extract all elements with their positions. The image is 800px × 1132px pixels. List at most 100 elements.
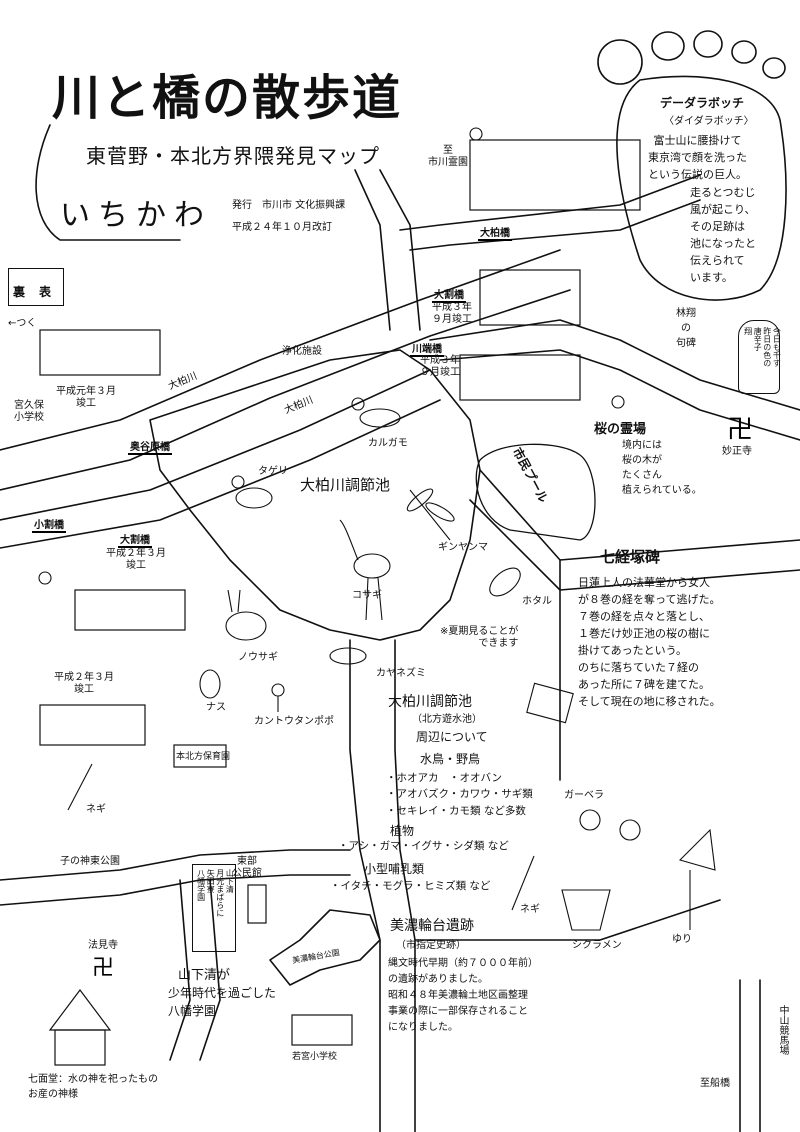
daidara-line: います。	[690, 271, 733, 285]
shichikyo-line: 日蓮上人の法華堂から女人	[578, 576, 710, 589]
minowa-lines: 縄文時代早期（約７０００年前） の遺跡がありました。 昭和４８年美濃輪土地区画整…	[388, 956, 538, 1036]
cyclamen-icon	[561, 889, 611, 931]
daidara-lines-2: 走るとつむじ 風が起こり、 その足跡は 池になったと 伝えられて います。	[690, 184, 756, 286]
plant-kantou-tanpopo: カントウタンポポ	[254, 716, 334, 727]
tageri-icon	[235, 487, 273, 509]
karugamo-icon	[359, 408, 401, 428]
animal-hotaru-note: ※夏期見ることが できます	[440, 626, 519, 649]
signpost: 山下清 月光まばらに 矢田寮 八幡学園	[192, 864, 236, 952]
yamashita-line2: 少年時代を過ごした	[168, 986, 277, 1000]
legend-box: 裏 表	[8, 268, 64, 306]
bridge-label-owari: 大割橋	[118, 531, 152, 548]
place-miyakubo-school: 宮久保 小学校	[14, 400, 44, 423]
minowa-line: 昭和４８年美濃輪土地区画整理	[388, 990, 528, 1001]
place-jouka: 浄化施設	[282, 346, 322, 357]
rabbit-icon	[225, 611, 267, 641]
sakura-line: 境内には	[622, 440, 662, 451]
road-nakayama-keiba: 中山競馬場	[777, 1005, 788, 1055]
bridge-label-okudani: 奥谷原橋	[128, 438, 172, 455]
daidara-line: 走るとつむじ	[690, 186, 756, 199]
legend-arrow: ←つく	[8, 318, 37, 329]
eggplant-icon	[199, 669, 221, 699]
signpost-text: 山下清 月光まばらに 矢田寮 八幡学園	[196, 869, 235, 917]
animal-nousagi: ノウサギ	[238, 652, 278, 663]
daidara-lines-1: 富士山に腰掛けて 東京湾で顔を洗った という伝説の巨人。	[648, 132, 747, 183]
svg-text:卍: 卍	[727, 415, 753, 445]
place-nenokami: 子の神東公園	[60, 856, 120, 867]
bridge-label-ohwari: 大割橋	[432, 286, 466, 303]
shichikyo-title: 七経塚碑	[600, 548, 661, 566]
minowa-title: 美濃輪台遺跡	[390, 918, 474, 934]
bridge-label-ohashi: 大柏橋	[478, 224, 512, 241]
place-hokkeji: 法見寺	[88, 940, 118, 951]
pond-birds: ・ホオアカ ・オオバン ・アオバズク・カワウ・サギ類 ・セキレイ・カモ類 など多…	[386, 770, 533, 819]
pond-bird-line: ・セキレイ・カモ類 など多数	[386, 804, 526, 817]
bridge-date-heisei-gan: 平成元年３月 竣工	[56, 386, 116, 409]
shichikyo-line: そして現在の地に移された。	[578, 695, 721, 709]
mouse-icon	[329, 647, 367, 665]
scroll-icon	[526, 682, 574, 724]
plant-nasu: ナス	[206, 702, 226, 713]
shichikyo-line: あった所に７碑を建てた。	[578, 678, 710, 692]
place-kitakata-hoiku: 本北方保育園	[176, 752, 231, 762]
plant-negi-2: ネギ	[520, 904, 540, 915]
pond-info-title: 大柏川調節池	[388, 694, 472, 710]
firefly-icon	[489, 567, 521, 597]
pond-info-sub2: 周辺について	[416, 730, 488, 744]
place-wakamiya-school: 若宮小学校	[292, 1052, 338, 1062]
pond-bird-line: ・ホオアカ ・オオバン	[386, 772, 503, 784]
animal-hotaru: ホタル	[522, 596, 552, 607]
place-myoushouji: 妙正寺	[722, 446, 752, 457]
haiku-text: 今日も千す 昨日の色の 唐辛子 翔	[743, 327, 782, 367]
publisher: 発行 市川市 文化振興課	[232, 200, 346, 211]
page-subtitle: 東菅野・本北方界隈発見マップ	[86, 144, 380, 168]
sakura-title: 桜の霊場	[594, 422, 647, 437]
daidara-line: 風が起こり、	[690, 203, 756, 217]
minowa-line: になりました。	[388, 1022, 458, 1033]
place-hayashi-kuhi: 林翔 の 句碑	[676, 308, 696, 349]
negi-icon-2	[511, 855, 535, 911]
dragonfly-icon	[409, 489, 451, 541]
bridge-date-heisei2: 平成２年３月 竣工	[54, 672, 114, 695]
minowa-line: 縄文時代早期（約７０００年前）	[388, 958, 538, 969]
animal-tageri: タゲリ	[258, 466, 288, 477]
pond-info-sub: （北方遊水池）	[412, 714, 482, 725]
bridge-date-owari: 平成２年３月 竣工	[106, 548, 166, 571]
pond-plants-heading: 植物	[390, 824, 415, 838]
sakura-line: 桜の木が	[622, 455, 662, 466]
pond-plants: ・アシ・ガマ・イグサ・シダ類 など	[338, 840, 509, 852]
minowa-line: の遺跡がありました。	[388, 974, 488, 985]
plant-gerbera: ガーベラ	[564, 790, 604, 801]
animal-kayanezumi: カヤネズミ	[376, 668, 426, 679]
minowa-line: 事業の際に一部保存されること	[388, 1006, 528, 1017]
yamashita-line3: 八幡学園	[168, 1004, 217, 1018]
svg-text:卍: 卍	[92, 956, 114, 981]
minowa-sub: （市指定史跡）	[396, 940, 466, 951]
shichikyo-line: ７巻の経を点々と落とし、	[578, 610, 710, 624]
plant-cyclamen: シクラメン	[572, 940, 622, 951]
lily-icon	[678, 828, 716, 871]
legend-front: 表	[39, 285, 52, 299]
daidara-line: 富士山に腰掛けて	[653, 134, 742, 147]
shichikyo-line: のちに落ちていた７経の	[578, 661, 699, 675]
bridge-label-kowari: 小割橋	[32, 516, 66, 533]
city-name: いちかわ	[60, 198, 212, 233]
negi-icon	[67, 763, 93, 811]
shichikyo-line: が８巻の経を奪って逃げた。	[578, 593, 721, 607]
sakura-line: 植えられている。	[622, 485, 702, 496]
gerbera-icon	[579, 809, 601, 831]
egret-icon	[353, 553, 391, 579]
bridge-date-kawabata: 平成３年 ９月竣工	[420, 355, 460, 378]
shichikyo-line: 掛けてあったという。	[578, 644, 688, 658]
daidara-line: その足跡は	[690, 220, 745, 234]
shichikyo-line: １巻だけ妙正池の桜の樹に	[578, 627, 710, 641]
sakura-icon	[469, 127, 483, 141]
road-to-funabashi: 至船橋	[700, 1078, 730, 1089]
daidara-line: 東京湾で顔を洗った	[648, 151, 747, 165]
sakura-lines: 境内には 桜の木が たくさん 植えられている。	[622, 438, 702, 498]
legend-back: 裏	[13, 285, 26, 299]
shichikyo-lines: 日蓮上人の法華堂から女人 が８巻の経を奪って逃げた。 ７巻の経を点々と落とし、 …	[578, 574, 721, 710]
bridge-label-kawabata: 川端橋	[410, 340, 444, 357]
pond-mammals: ・イタチ・モグラ・ヒミズ類 など	[330, 880, 491, 892]
